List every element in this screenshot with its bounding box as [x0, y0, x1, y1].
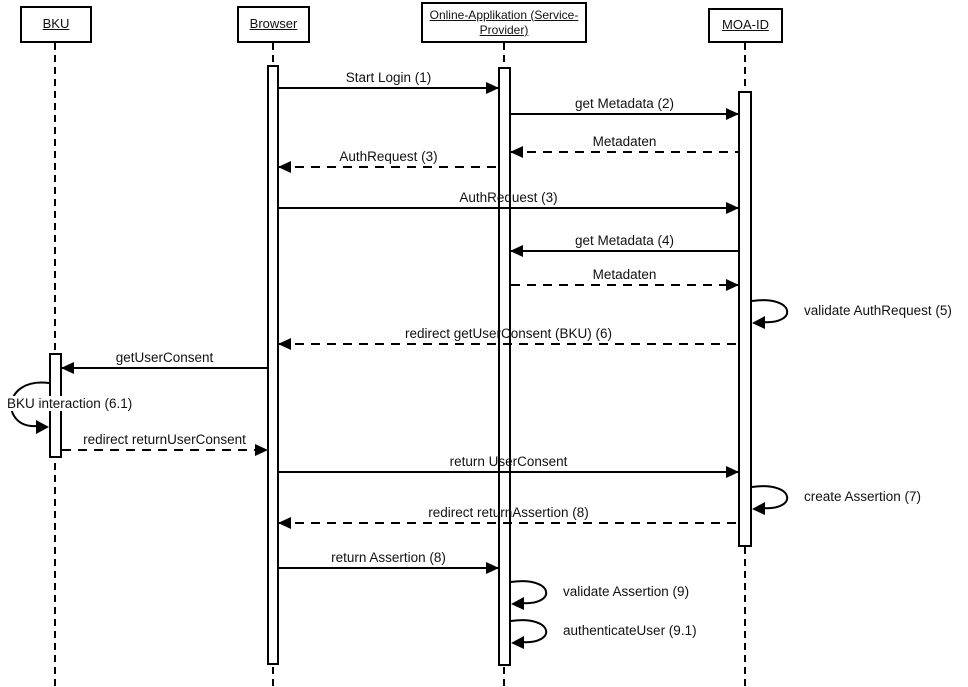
self-message-label: validate Assertion (9) — [563, 584, 690, 599]
actor-box-browser: Browser — [237, 6, 310, 43]
arrowhead-left-icon — [510, 146, 523, 158]
actor-box-moa-id: MOA-ID — [708, 8, 783, 43]
self-message-label: authenticateUser (9.1) — [563, 623, 697, 638]
message-line — [62, 449, 267, 451]
message-label: redirect returnUserConsent — [83, 432, 246, 447]
arrowhead-left-icon — [61, 362, 74, 374]
self-message-validate-authrequest: validate AuthRequest (5) — [751, 298, 952, 329]
message-line — [279, 166, 498, 168]
message-authrequest-return: AuthRequest (3) — [278, 146, 498, 173]
message-start-login: Start Login (1) — [279, 67, 499, 94]
message-return-assertion: return Assertion (8) — [279, 547, 499, 574]
arrowhead-right-icon — [726, 202, 739, 214]
message-label: redirect getUserConsent (BKU) (6) — [404, 326, 613, 341]
activation-bar-browser — [267, 65, 279, 665]
self-message-authenticateuser: authenticateUser (9.1) — [510, 618, 697, 649]
message-get-metadata-4: get Metadata (4) — [510, 230, 738, 257]
message-line — [511, 250, 738, 252]
arrowhead-right-icon — [486, 82, 499, 94]
message-label: Metadaten — [592, 134, 657, 149]
activation-bar-moa-id — [738, 91, 752, 547]
arrowhead-right-icon — [726, 466, 739, 478]
message-authrequest-forward: AuthRequest (3) — [279, 187, 739, 214]
arrowhead-left-icon — [510, 245, 523, 257]
activation-bar-online-applikation — [498, 67, 511, 666]
self-message-label: BKU interaction (6.1) — [6, 396, 134, 411]
arrowhead-right-icon — [255, 444, 268, 456]
actor-box-bku: BKU — [20, 6, 92, 43]
message-line — [511, 113, 738, 115]
message-label: get Metadata (4) — [574, 233, 675, 248]
message-label: Metadaten — [592, 267, 657, 282]
self-loop-arrow-icon — [751, 485, 789, 515]
message-line — [279, 207, 738, 209]
self-loop-arrow-icon — [510, 619, 548, 649]
self-message-create-assertion: create Assertion (7) — [751, 484, 921, 515]
message-label: getUserConsent — [115, 350, 214, 365]
message-label: AuthRequest (3) — [459, 190, 558, 205]
actor-label-browser: Browser — [249, 16, 298, 32]
arrowhead-left-icon — [278, 517, 291, 529]
message-metadaten-1: Metadaten — [510, 131, 738, 158]
message-line — [279, 567, 498, 569]
message-line — [511, 284, 738, 286]
arrowhead-left-icon — [278, 161, 291, 173]
message-redirect-returnuserconsent: redirect returnUserConsent — [62, 429, 268, 456]
message-line — [279, 471, 738, 473]
actor-label-moa-id: MOA-ID — [722, 17, 769, 33]
message-metadaten-2: Metadaten — [511, 264, 739, 291]
message-return-userconsent: return UserConsent — [279, 451, 739, 478]
arrowhead-left-icon — [278, 338, 291, 350]
message-line — [62, 367, 267, 369]
message-label: redirect returnAssertion (8) — [428, 505, 589, 520]
message-line — [279, 343, 738, 345]
actor-label-bku: BKU — [42, 16, 70, 32]
actor-label-online-applikation: Online-Applikation (Service-Provider) — [429, 7, 579, 37]
message-label: AuthRequest (3) — [339, 149, 438, 164]
message-line — [511, 151, 738, 153]
self-loop-arrow-icon — [510, 580, 548, 610]
arrowhead-right-icon — [486, 562, 499, 574]
self-message-validate-assertion: validate Assertion (9) — [510, 579, 689, 610]
message-get-metadata-2: get Metadata (2) — [511, 93, 739, 120]
message-label: return UserConsent — [449, 454, 568, 469]
message-redirect-getuserconsent: redirect getUserConsent (BKU) (6) — [278, 323, 738, 350]
self-message-label: create Assertion (7) — [804, 489, 922, 504]
self-loop-arrow-icon — [751, 299, 789, 329]
message-redirect-returnassertion: redirect returnAssertion (8) — [278, 502, 738, 529]
message-label: Start Login (1) — [345, 70, 432, 85]
message-line — [279, 522, 738, 524]
actor-box-online-applikation: Online-Applikation (Service-Provider) — [421, 2, 587, 43]
message-label: return Assertion (8) — [331, 550, 446, 565]
arrowhead-right-icon — [726, 108, 739, 120]
arrowhead-right-icon — [726, 279, 739, 291]
self-message-label: validate AuthRequest (5) — [804, 303, 952, 318]
message-getuserconsent: getUserConsent — [61, 347, 267, 374]
message-label: get Metadata (2) — [574, 96, 675, 111]
message-line — [279, 87, 498, 89]
